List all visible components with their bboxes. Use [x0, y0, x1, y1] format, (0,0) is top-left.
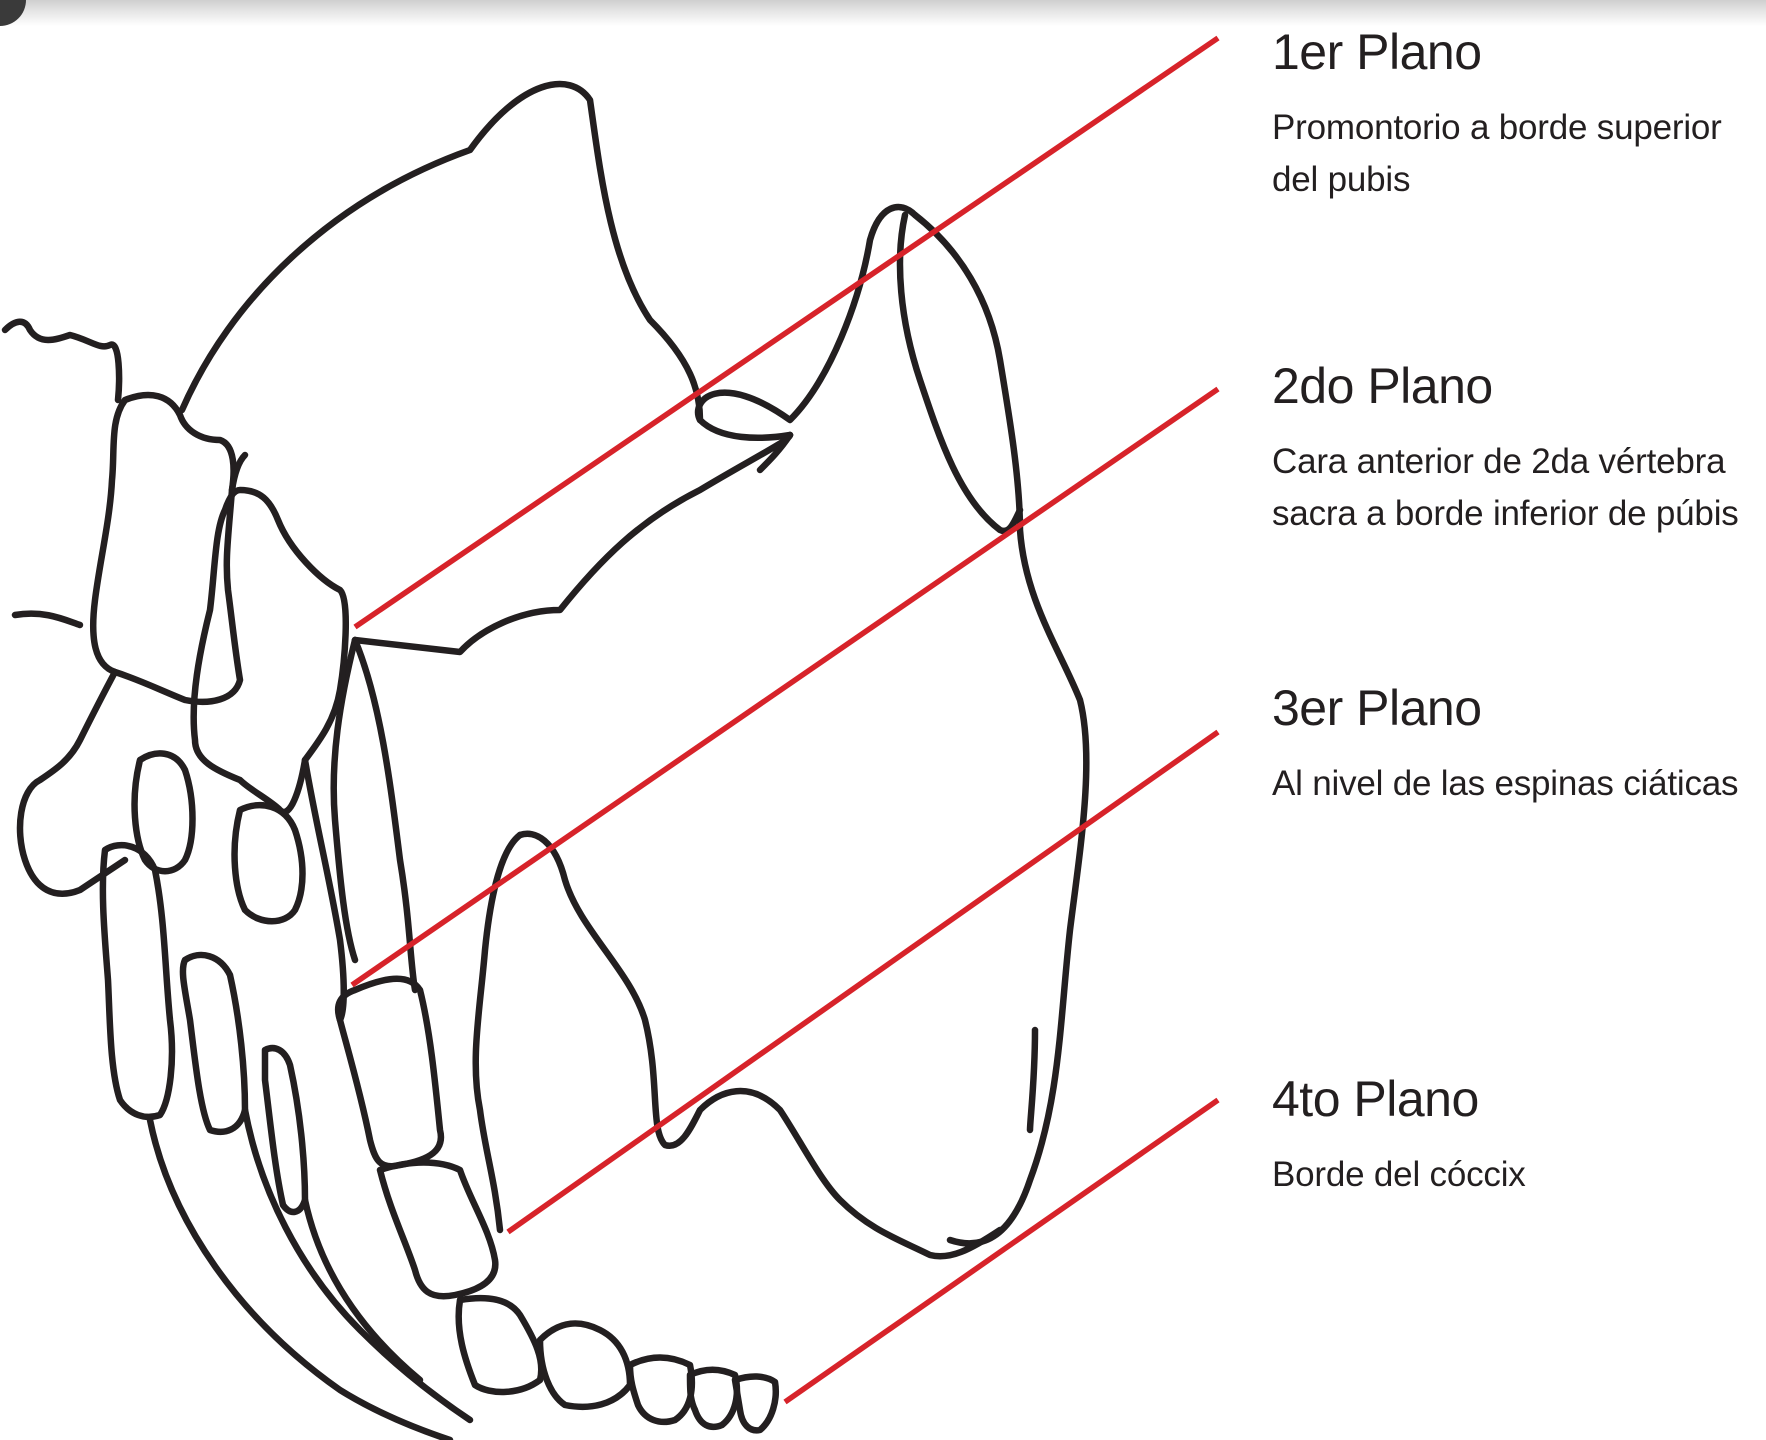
- sacral-crest: [305, 760, 344, 1020]
- plane-title-2: 2do Plano: [1272, 358, 1739, 414]
- plane-description-3: Al nivel de las espinas ciáticas: [1272, 758, 1738, 810]
- coccyx-5: [735, 1376, 776, 1430]
- lumbar-top: [5, 322, 119, 400]
- plane-title-4: 4to Plano: [1272, 1071, 1526, 1127]
- lumbar-body-2: [194, 490, 346, 812]
- plane-label-4: 4to Plano Borde del cóccix: [1272, 1071, 1526, 1201]
- plane-title-1: 1er Plano: [1272, 24, 1722, 80]
- plane-description-4: Borde del cóccix: [1272, 1149, 1526, 1201]
- plane-description-2: Cara anterior de 2da vértebra sacra a bo…: [1272, 436, 1739, 540]
- obturator-edge: [1030, 1030, 1035, 1130]
- vertebral-arch-1: [20, 672, 125, 894]
- vertebral-arch-3: [235, 805, 303, 921]
- sacrum-front: [355, 640, 415, 990]
- lumbar-side: [15, 614, 80, 625]
- plane-label-3: 3er Plano Al nivel de las espinas ciátic…: [1272, 680, 1738, 810]
- iliac-wing: [182, 84, 790, 438]
- coccyx-2: [540, 1323, 630, 1406]
- coccyx-3: [630, 1358, 692, 1422]
- sacral-base: [355, 435, 790, 652]
- iliac-notch: [698, 207, 915, 420]
- lower-arc-1: [150, 1120, 450, 1440]
- pelvis-outline: [5, 84, 1086, 1440]
- ischial-spine: [520, 834, 1000, 1256]
- coccyx-1: [459, 1298, 542, 1392]
- plane-line-2: [352, 389, 1218, 985]
- vertebral-arch-5: [183, 955, 245, 1132]
- plane-line-4: [785, 1100, 1218, 1402]
- plane-label-1: 1er Plano Promontorio a borde superior d…: [1272, 24, 1722, 206]
- plane-title-3: 3er Plano: [1272, 680, 1738, 736]
- sacral-segment-2: [380, 1163, 495, 1297]
- lower-arc-2: [245, 1110, 470, 1420]
- plane-label-2: 2do Plano Cara anterior de 2da vértebra …: [1272, 358, 1739, 540]
- plane-description-1: Promontorio a borde superior del pubis: [1272, 102, 1722, 206]
- sacral-arch: [265, 1048, 305, 1212]
- sacral-segment-1: [338, 979, 441, 1167]
- coccyx-4: [690, 1370, 737, 1427]
- pubis-outline: [915, 215, 1086, 1243]
- vertebral-arch-4: [103, 845, 172, 1117]
